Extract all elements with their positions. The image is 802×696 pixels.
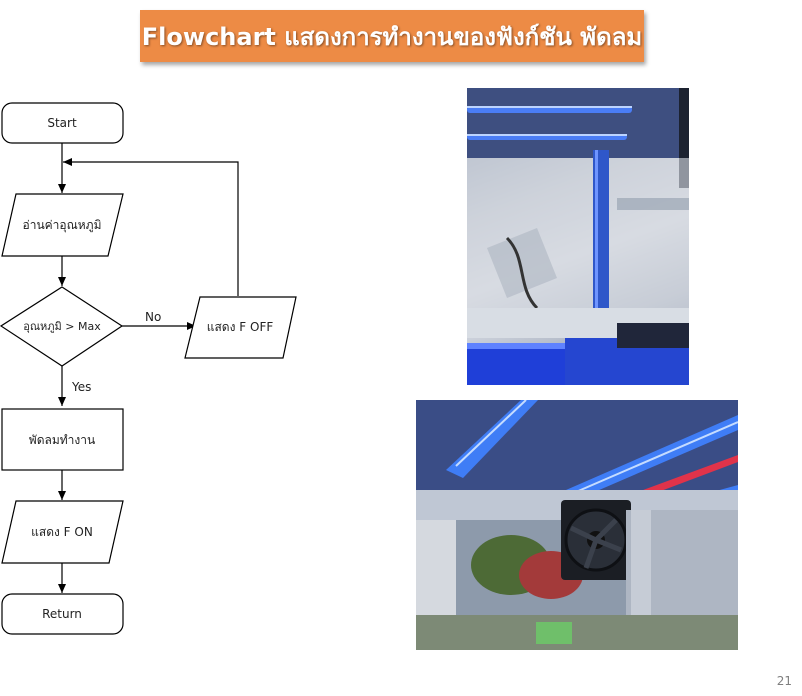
slide-title: Flowchart แสดงการทำงานของฟังก์ชัน พัดลม	[141, 22, 643, 51]
flowchart: Start อ่านค่าอุณหภูมิ อุณหภูมิ > Max No …	[0, 102, 297, 635]
no-branch-label: No	[145, 310, 161, 324]
photo-fan-drawing	[416, 400, 738, 650]
yes-branch-label: Yes	[71, 380, 91, 394]
return-terminator	[1, 593, 124, 635]
show-f-on-label: แสดง F ON	[31, 525, 93, 539]
start-label: Start	[47, 116, 77, 130]
photo-enclosure-led	[467, 88, 689, 385]
show-f-off-io	[184, 296, 297, 359]
arrow-loop-back	[63, 158, 239, 296]
page-number: 21	[776, 674, 792, 688]
decision-label: อุณหภูมิ > Max	[23, 320, 101, 333]
fan-on-label: พัดลมทำงาน	[29, 433, 95, 447]
read-temperature-label: อ่านค่าอุณหภูมิ	[23, 218, 102, 233]
show-f-on-io	[1, 500, 124, 564]
read-temperature-io	[1, 193, 124, 257]
return-label: Return	[42, 607, 82, 621]
photo-fan-mounted	[416, 400, 738, 650]
photo-enclosure-drawing	[467, 88, 689, 385]
fan-on-process	[1, 408, 124, 471]
start-terminator	[1, 102, 124, 144]
slide-title-banner: Flowchart แสดงการทำงานของฟังก์ชัน พัดลม	[140, 10, 644, 62]
temperature-decision	[0, 286, 124, 367]
show-f-off-label: แสดง F OFF	[207, 320, 274, 334]
